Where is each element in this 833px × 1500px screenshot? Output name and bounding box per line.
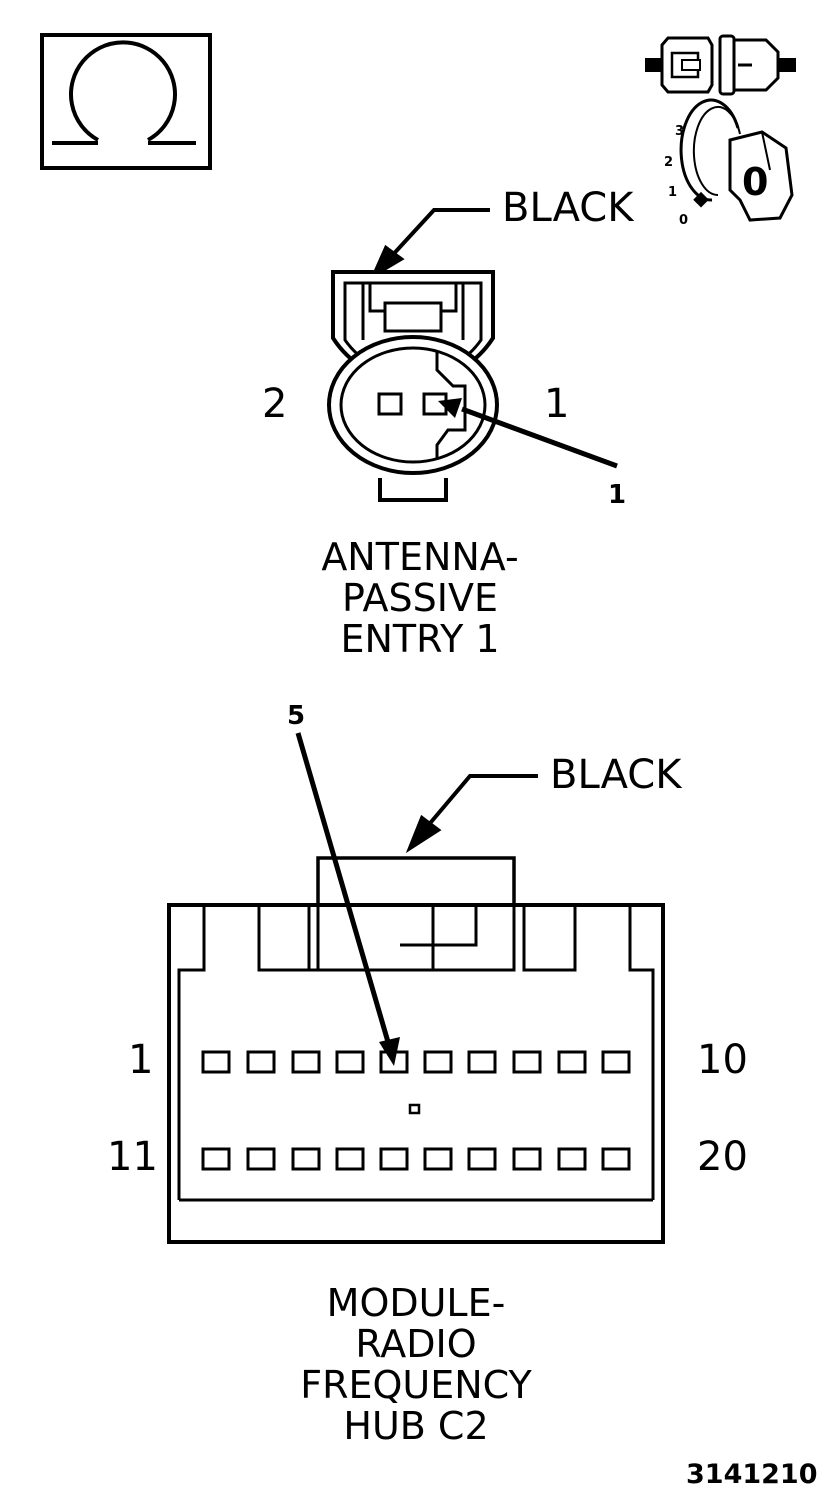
- rf-hub-title-line-1: MODULE-: [327, 1281, 506, 1325]
- antenna-connector: BLACK 2 1 1 ANTENNA- PASSIVE ENTRY 1: [262, 185, 635, 661]
- rf-hub-row1-right-label: 10: [697, 1037, 748, 1083]
- rf-hub-row2-left-label: 11: [107, 1134, 158, 1180]
- rf-hub-callout-number: 5: [287, 701, 305, 731]
- ohm-meter-icon: [40, 33, 212, 170]
- connector-disconnected-icon: [645, 34, 796, 96]
- rf-hub-pin-4: [335, 1050, 365, 1074]
- rf-hub-title-line-2: RADIO: [355, 1322, 476, 1366]
- rf-hub-pin-14: [335, 1147, 365, 1171]
- ignition-key-off-icon: 3 2 1 0 0: [664, 98, 794, 228]
- rf-hub-pin-10: [601, 1050, 631, 1074]
- rf-hub-title-line-4: HUB C2: [343, 1404, 488, 1448]
- key-position-2: 2: [664, 155, 673, 170]
- key-position-0: 0: [679, 213, 688, 228]
- figure-number: 3141210: [686, 1459, 818, 1490]
- antenna-title-line-1: ANTENNA-: [321, 535, 518, 579]
- rf-hub-color-label: BLACK: [550, 752, 683, 798]
- rf-hub-pin-2: [246, 1050, 276, 1074]
- key-label: 0: [742, 160, 768, 204]
- antenna-pin-2: [377, 392, 403, 416]
- key-position-1: 1: [668, 185, 677, 200]
- rf-hub-pin-row-1: [201, 1050, 631, 1074]
- rf-hub-pin-18: [512, 1147, 542, 1171]
- rf-hub-pin-12: [246, 1147, 276, 1171]
- antenna-pin-label-2: 2: [262, 381, 287, 427]
- rf-hub-pin-1: [201, 1050, 231, 1074]
- rf-hub-pin-16: [423, 1147, 453, 1171]
- rf-hub-pin-17: [467, 1147, 497, 1171]
- rf-hub-pin-7: [467, 1050, 497, 1074]
- rf-hub-pin-11: [201, 1147, 231, 1171]
- rf-hub-pin-3: [291, 1050, 321, 1074]
- rf-hub-pin-6: [423, 1050, 453, 1074]
- antenna-title-line-2: PASSIVE: [342, 576, 498, 620]
- rf-hub-pin-row-2: [201, 1147, 631, 1171]
- key-position-3: 3: [675, 124, 684, 139]
- rf-hub-row2-right-label: 20: [697, 1134, 748, 1180]
- rf-hub-pin-8: [512, 1050, 542, 1074]
- rf-hub-pin-19: [557, 1147, 587, 1171]
- antenna-title-line-3: ENTRY 1: [340, 617, 499, 661]
- rf-hub-pin-13: [291, 1147, 321, 1171]
- rf-hub-row1-left-label: 1: [128, 1037, 153, 1083]
- rf-hub-title-line-3: FREQUENCY: [300, 1363, 532, 1407]
- rf-hub-connector: BLACK: [107, 701, 748, 1448]
- antenna-color-label: BLACK: [502, 185, 635, 231]
- rf-hub-pin-9: [557, 1050, 587, 1074]
- rf-hub-pin-20: [601, 1147, 631, 1171]
- antenna-pin-label-1: 1: [544, 381, 569, 427]
- antenna-callout-number: 1: [608, 480, 626, 510]
- rf-hub-pin-15: [379, 1147, 409, 1171]
